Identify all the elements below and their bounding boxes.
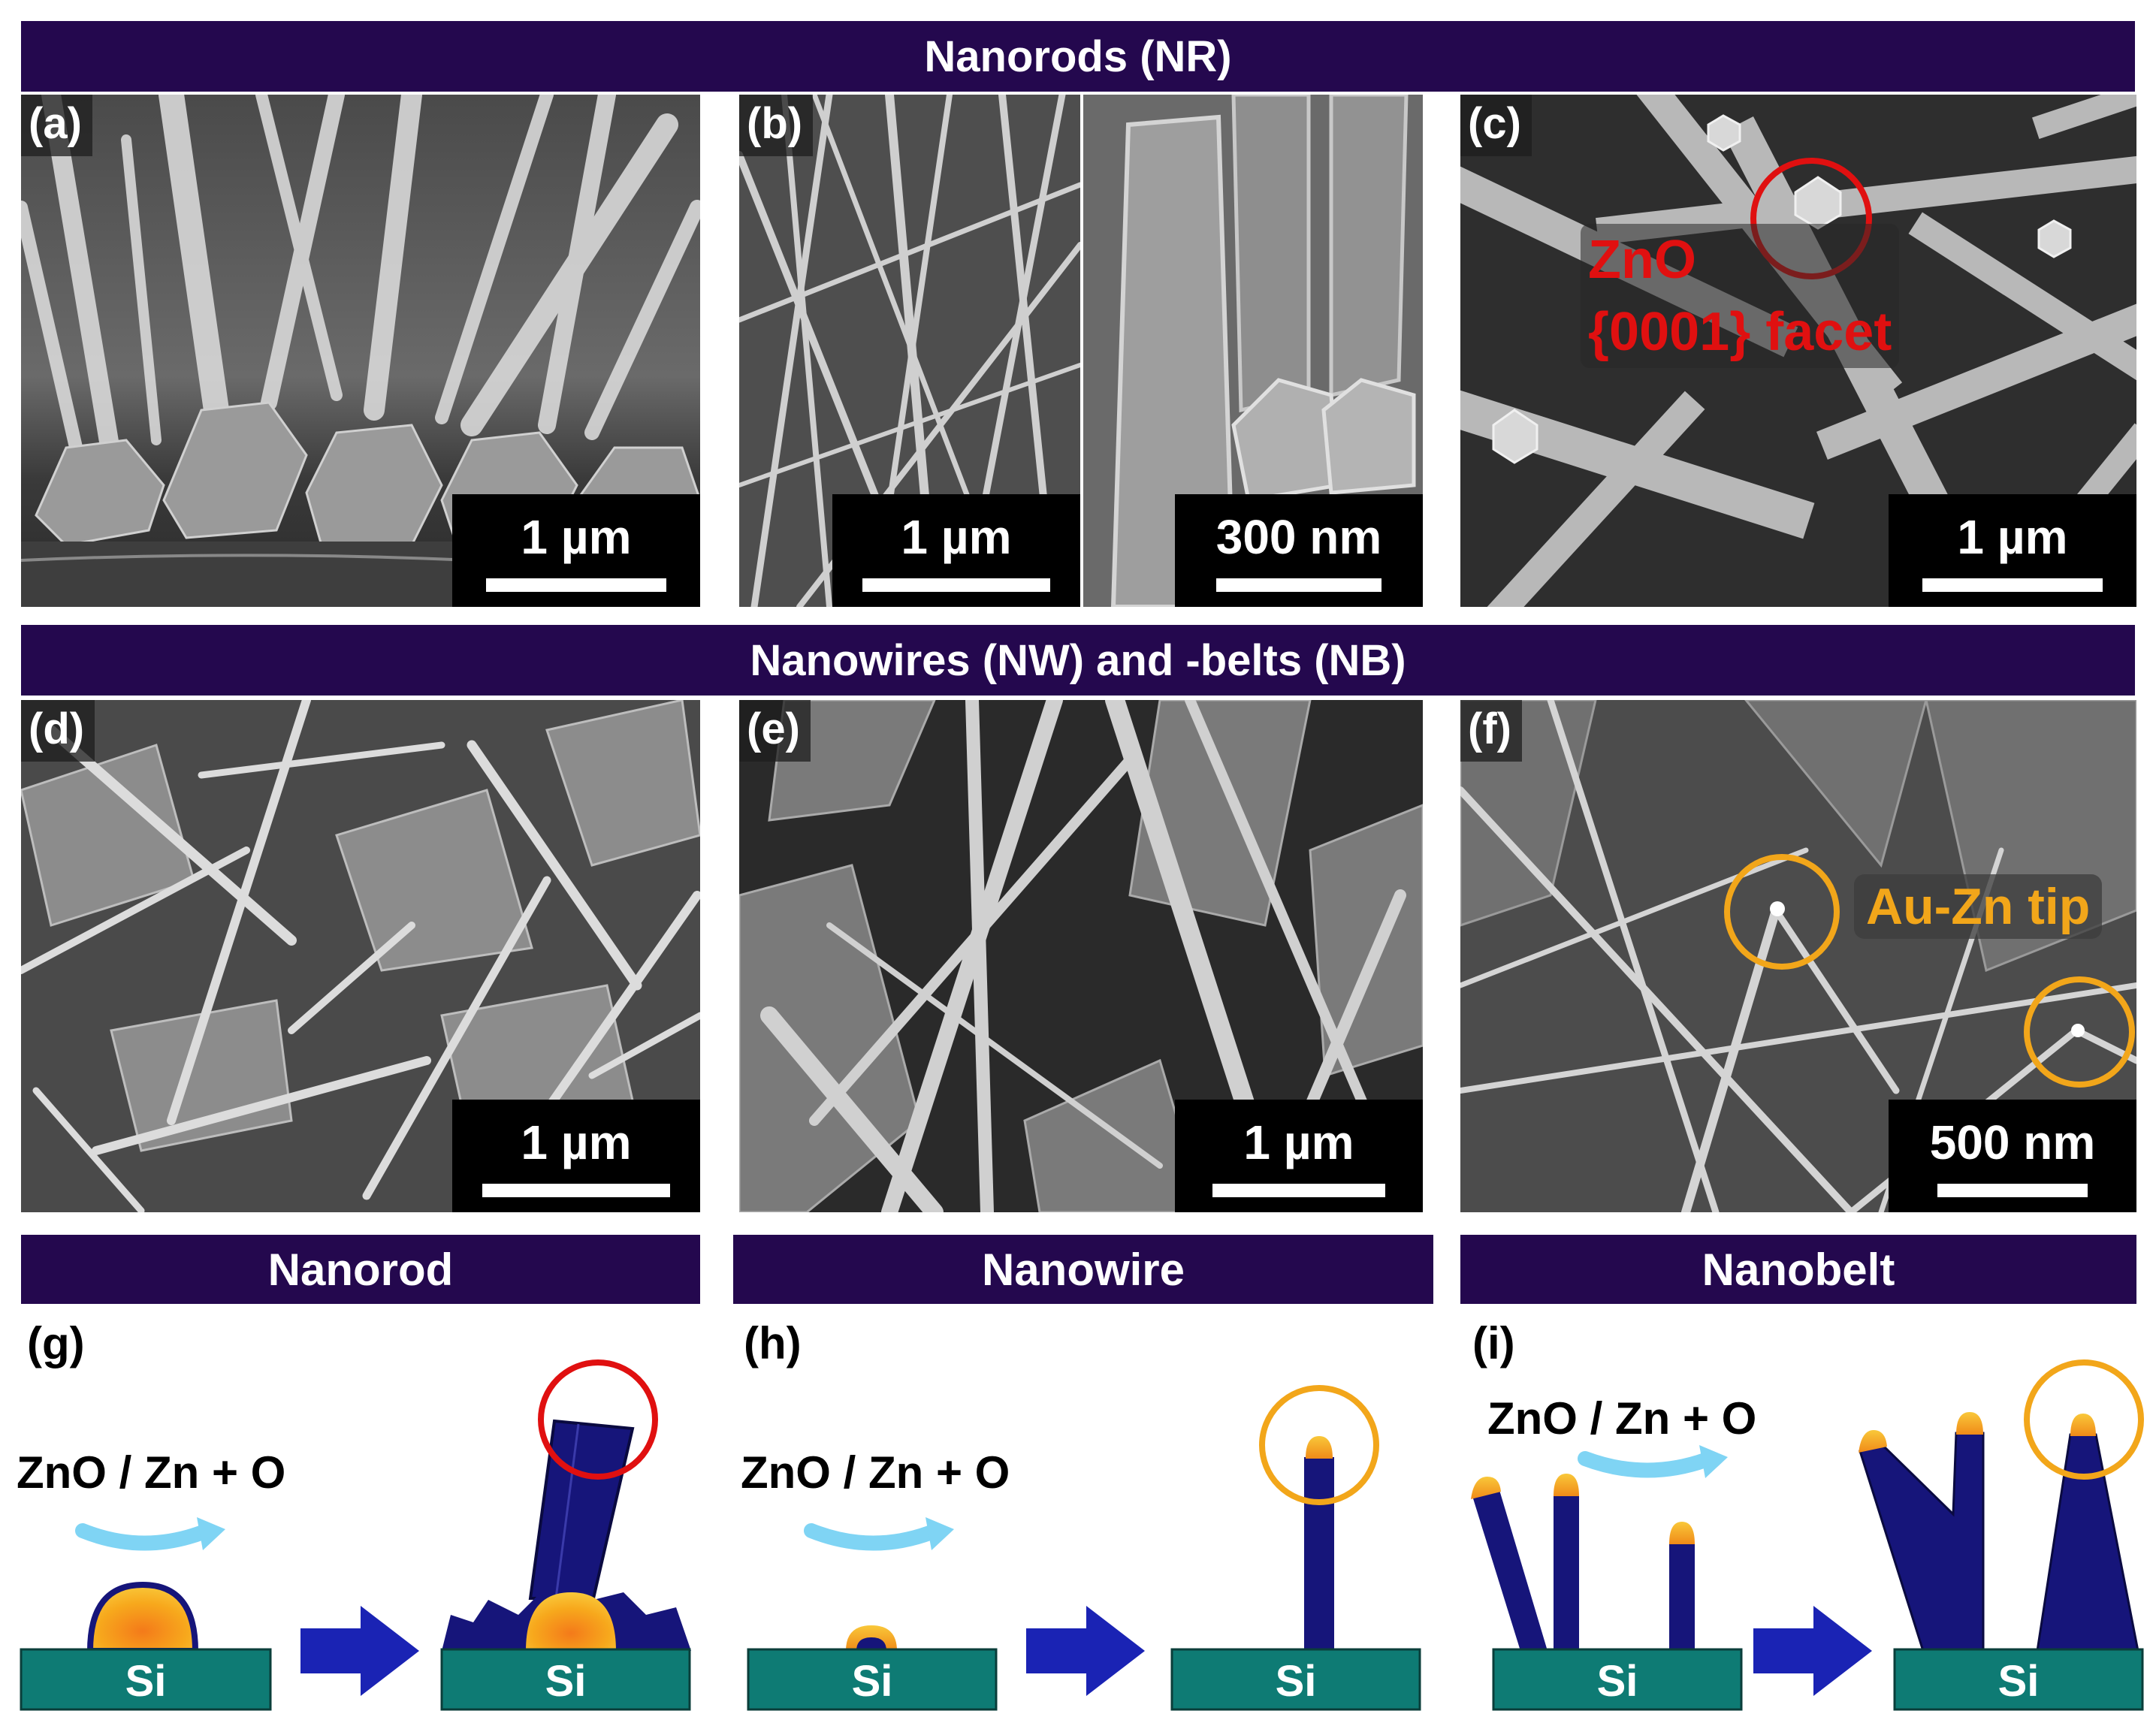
- gold-circle-h: [1259, 1385, 1379, 1505]
- gold-circle-i: [2024, 1359, 2144, 1480]
- panel-e: (e) 1 µm: [739, 700, 1423, 1212]
- panel-a: (a) 1 µm: [21, 95, 700, 607]
- panel-label-i: (i): [1472, 1318, 1515, 1368]
- flow-arrow-g: [75, 1523, 210, 1551]
- annotation-au-zn-tip: Au-Zn tip: [1854, 874, 2103, 939]
- scale-bar-b-right: 300 nm: [1175, 494, 1423, 607]
- banner-nanorods: Nanorods (NR): [21, 21, 2135, 92]
- scale-bar-f: 500 nm: [1889, 1100, 2136, 1212]
- annotation-facet: {0001} facet: [1588, 302, 1892, 362]
- process-arrow-i: [1753, 1606, 1872, 1696]
- schematic-g: Si Si: [20, 1359, 691, 1711]
- banner-nanowires-text: Nanowires (NW) and -belts (NB): [750, 635, 1406, 685]
- gold-circle-tip-1: [1724, 854, 1840, 970]
- panel-label-b: (b): [739, 95, 814, 156]
- substrate-label-i1: Si: [1597, 1657, 1638, 1706]
- scale-text-d: 1 µm: [521, 1115, 632, 1169]
- scale-line-c: [1922, 578, 2103, 592]
- panel-label-a: (a): [21, 95, 92, 156]
- substrate-label-g2: Si: [545, 1657, 587, 1706]
- scale-bar-e: 1 µm: [1175, 1100, 1423, 1212]
- panel-f: (f) Au-Zn tip 500 nm: [1460, 700, 2136, 1212]
- scale-bar-d: 1 µm: [452, 1100, 700, 1212]
- flow-label-h: ZnO / Zn + O: [741, 1447, 1010, 1498]
- panel-label-e: (e): [739, 700, 811, 762]
- substrate-i2: [1893, 1648, 2144, 1711]
- banner-nanorod-text: Nanorod: [267, 1244, 454, 1295]
- substrate-label-h1: Si: [852, 1657, 893, 1706]
- schematic-i: Si Si: [1471, 1359, 2144, 1711]
- panel-label-g: (g): [27, 1318, 85, 1368]
- annotation-zno: ZnO: [1588, 230, 1696, 290]
- scale-line-b-right: [1216, 578, 1381, 592]
- scale-line-f: [1937, 1184, 2088, 1197]
- substrate-label-g1: Si: [125, 1657, 167, 1706]
- panel-c: (c) ZnO {0001} facet 1 µm: [1460, 95, 2136, 607]
- droplet-g: [86, 1581, 199, 1654]
- substrate-h1: [747, 1648, 998, 1711]
- flow-label-g: ZnO / Zn + O: [17, 1447, 286, 1498]
- scale-line-e: [1212, 1184, 1385, 1197]
- panel-d: (d) 1 µm: [21, 700, 700, 1212]
- nanowire-tip: [1306, 1436, 1333, 1459]
- flow-arrow-head-i: [1699, 1445, 1728, 1478]
- scale-text-c: 1 µm: [1957, 510, 2068, 564]
- scale-line-d: [482, 1184, 670, 1197]
- gold-circle-tip-2: [2024, 976, 2135, 1088]
- substrate-h2: [1170, 1648, 1421, 1711]
- sem-image-a: [21, 95, 700, 607]
- schematic-h: Si Si: [747, 1385, 1421, 1711]
- scale-bar-b-left: 1 µm: [832, 494, 1080, 607]
- substrate-label-i2: Si: [1998, 1657, 2040, 1706]
- nanobelt-1: [1859, 1432, 1985, 1652]
- panel-b-left: (b) 1 µm: [739, 95, 1080, 607]
- scale-text-e: 1 µm: [1243, 1115, 1354, 1169]
- growth-schematics: Si Si Si Si Si: [20, 1359, 2144, 1711]
- banner-nanobelt-text: Nanobelt: [1702, 1244, 1895, 1295]
- banner-nanobelt: Nanobelt: [1460, 1235, 2136, 1304]
- sem-image-e: [739, 700, 1423, 1212]
- panel-label-h: (h): [744, 1318, 802, 1368]
- flow-arrow-i: [1578, 1451, 1713, 1478]
- scale-bar-a: 1 µm: [452, 494, 700, 607]
- banner-nanorods-text: Nanorods (NR): [924, 32, 1232, 81]
- droplet-g2: [526, 1592, 616, 1651]
- nanowire-rod: [1304, 1457, 1334, 1651]
- process-arrow-g: [300, 1606, 419, 1696]
- red-circle-g: [538, 1359, 658, 1480]
- panel-label-d: (d): [21, 700, 95, 762]
- panel-label-f: (f): [1460, 700, 1522, 762]
- scale-bar-c: 1 µm: [1889, 494, 2136, 607]
- scale-line-b-left: [862, 578, 1050, 592]
- annotation-zno-facet: ZnO {0001} facet: [1581, 224, 1900, 368]
- scale-text-a: 1 µm: [521, 510, 632, 564]
- banner-nanowire-text: Nanowire: [981, 1244, 1185, 1295]
- scale-text-f: 500 nm: [1929, 1115, 2096, 1169]
- panel-label-c: (c): [1460, 95, 1532, 156]
- banner-nanorod: Nanorod: [21, 1235, 700, 1304]
- flow-label-i: ZnO / Zn + O: [1487, 1393, 1757, 1444]
- flow-arrow-h: [804, 1523, 939, 1551]
- scale-text-b-right: 300 nm: [1215, 510, 1382, 564]
- substrate-i1: [1492, 1648, 1743, 1711]
- process-arrow-h: [1026, 1606, 1145, 1696]
- scale-text-b-left: 1 µm: [901, 510, 1012, 564]
- banner-nanowire: Nanowire: [733, 1235, 1433, 1304]
- substrate-g2: [440, 1648, 691, 1711]
- substrate-g1: [20, 1648, 272, 1711]
- panel-b-right: 300 nm: [1083, 95, 1423, 607]
- flow-arrow-head-h: [926, 1517, 954, 1550]
- scale-line-a: [486, 578, 666, 592]
- substrate-label-h2: Si: [1276, 1657, 1317, 1706]
- flow-arrow-head-g: [197, 1517, 225, 1550]
- banner-nanowires-belts: Nanowires (NW) and -belts (NB): [21, 625, 2135, 696]
